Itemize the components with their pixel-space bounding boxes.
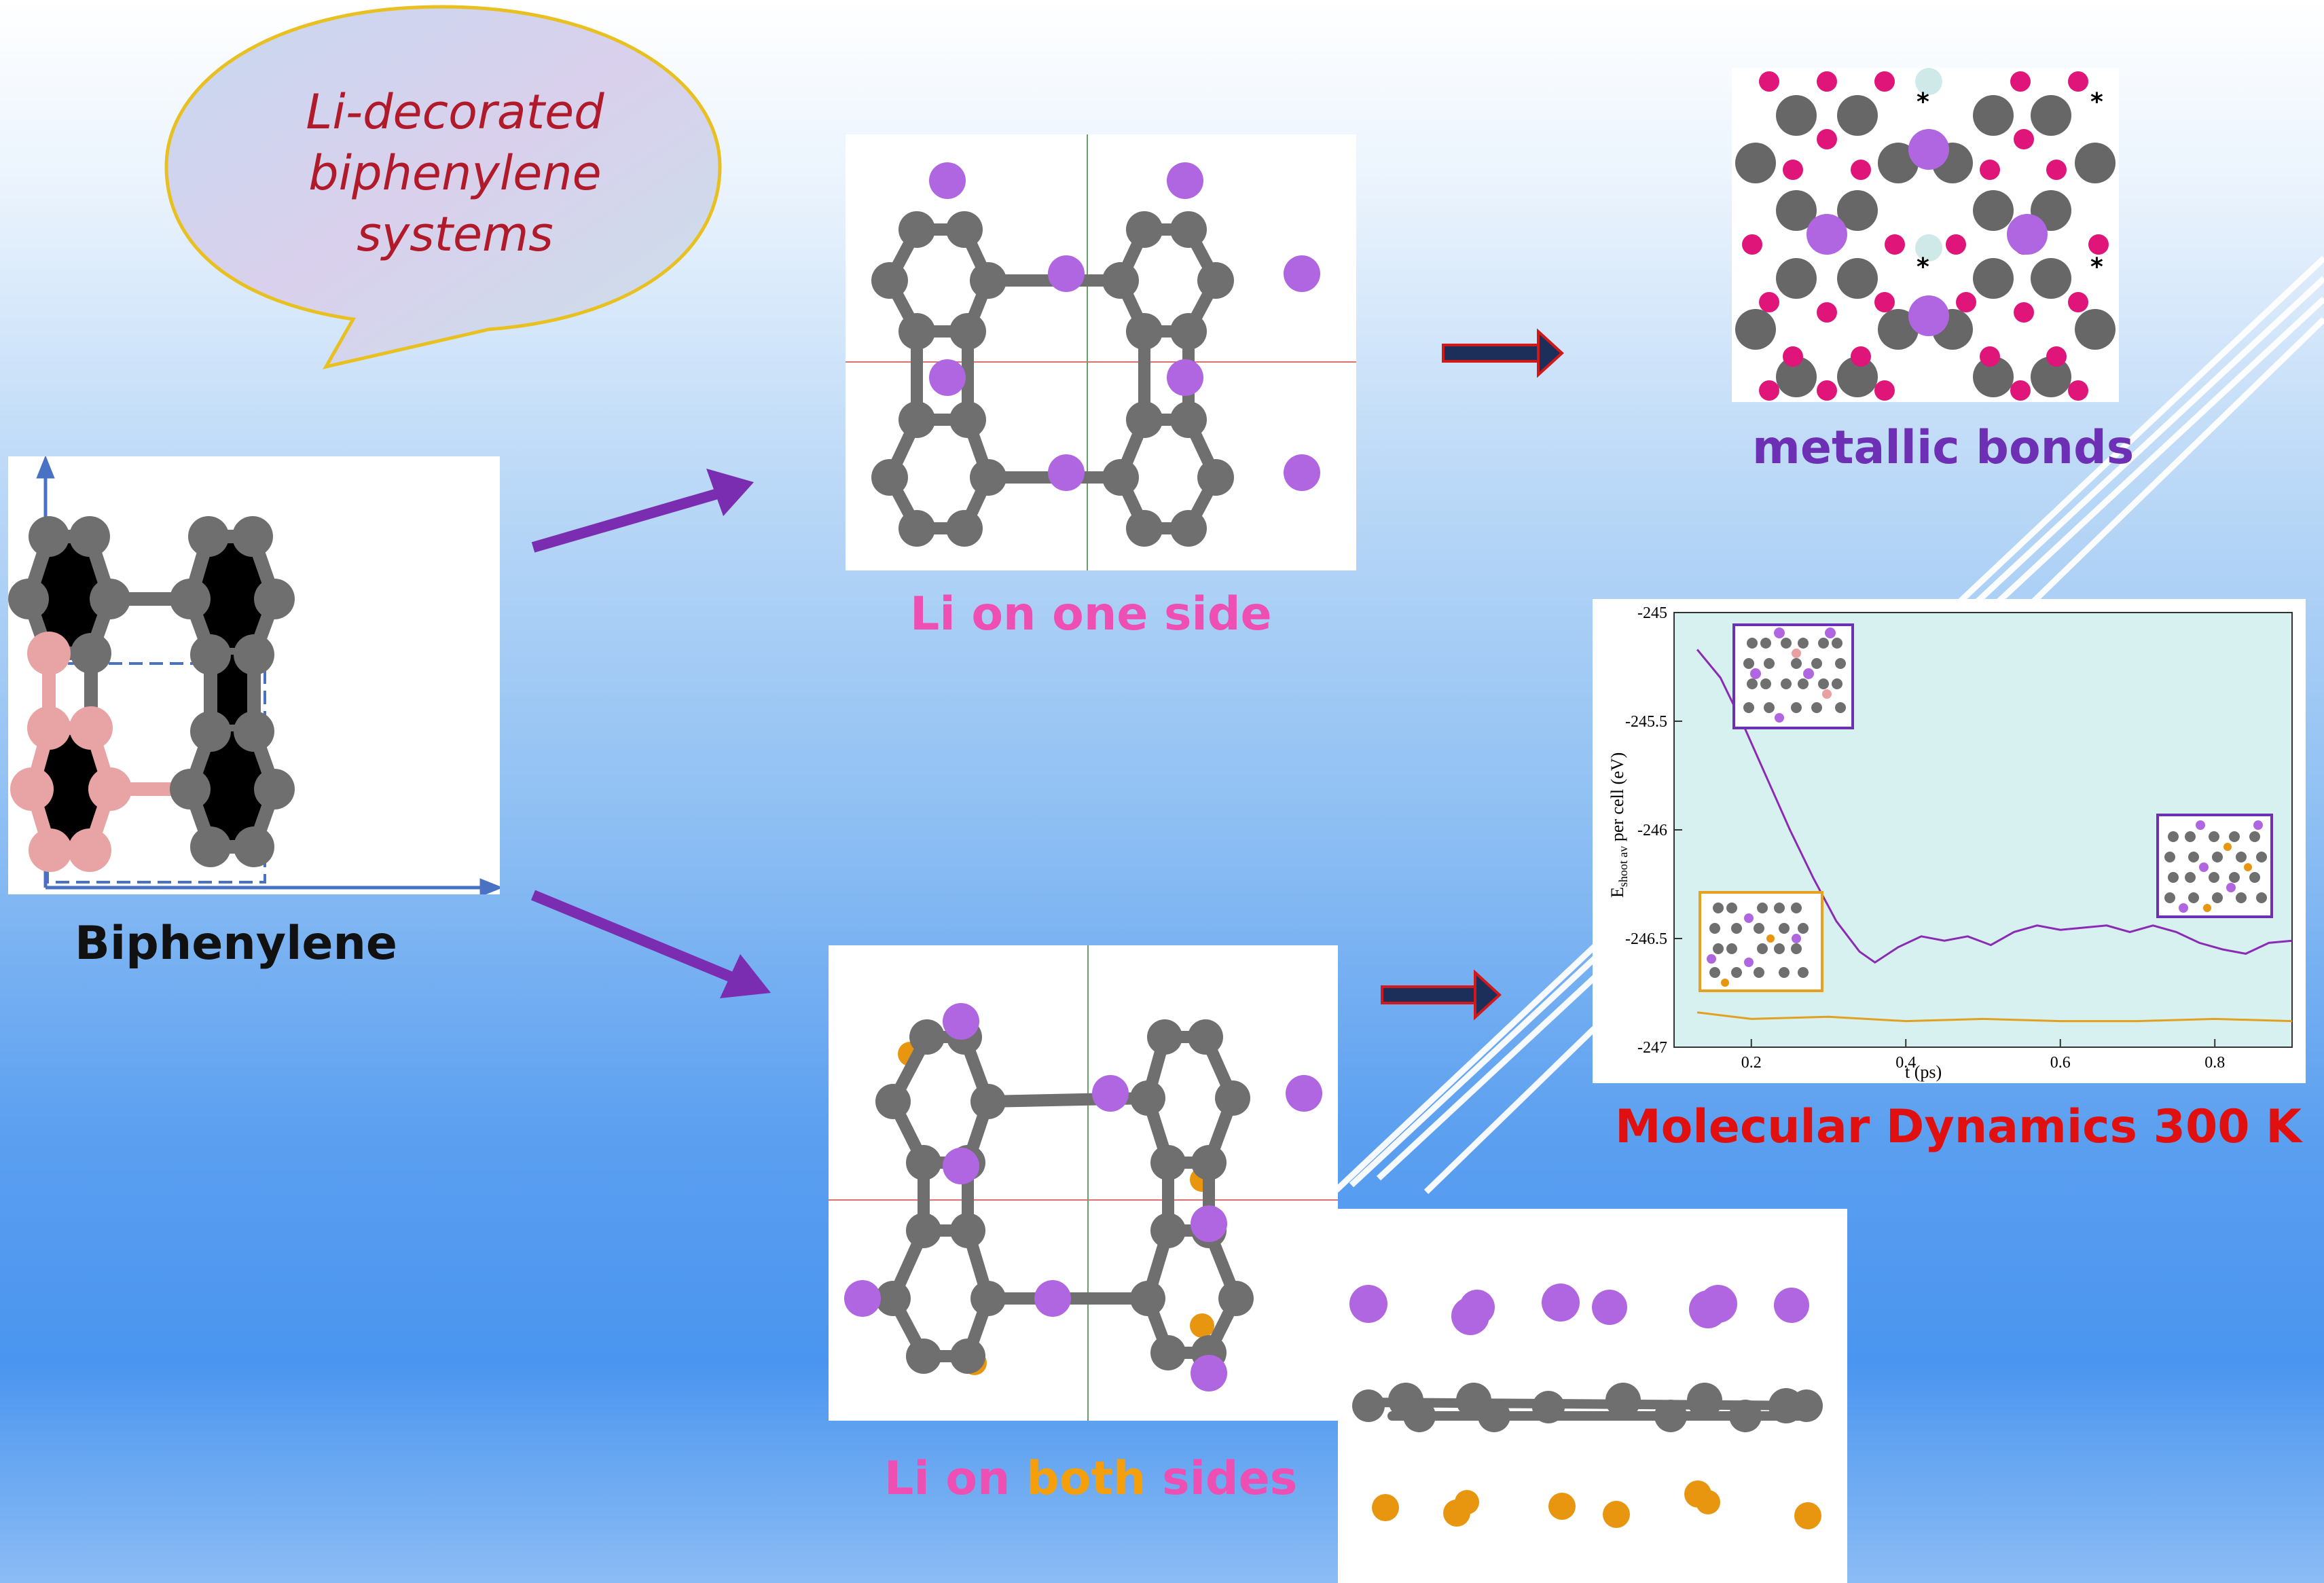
y-tick-label: -245.5: [1625, 713, 1667, 731]
li-both-sides-panel: [829, 945, 1338, 1421]
inset-md-end: [2156, 814, 2273, 918]
asterisk-icon: *: [2090, 253, 2103, 281]
biphenylene-structure: [8, 456, 500, 894]
side-view-panel: [1338, 1209, 1847, 1583]
li-one-side-panel: [846, 134, 1356, 570]
caption-molecular-dynamics: Molecular Dynamics 300 K: [1615, 1100, 2302, 1154]
bubble-line-2: biphenylene: [308, 145, 602, 201]
arrow-up-shaft: [531, 488, 722, 553]
y-axis-arrow-icon: [36, 456, 55, 479]
x-axis-label: t (ps): [1905, 1062, 1942, 1082]
x-axis-arrow-icon: [479, 878, 500, 894]
y-axis-label: Eshoot av per cell (eV): [1608, 752, 1630, 898]
y-axis-label-main: E: [1608, 887, 1627, 898]
caption-metallic-bonds: metallic bonds: [1752, 421, 2135, 475]
bubble-text: Li-decorated biphenylene systems: [224, 81, 686, 265]
y-axis-label-sub: shoot av: [1616, 846, 1630, 888]
y-tick-label: -245: [1637, 604, 1667, 622]
asterisk-icon: *: [1917, 88, 1929, 116]
inset-both-sides: [1699, 891, 1823, 992]
arrow-right-icon: [1381, 969, 1502, 1021]
bubble-line-1: Li-decorated: [306, 84, 604, 140]
caption-li-one-side: Li on one side: [910, 587, 1272, 641]
x-tick-label: 0.8: [2204, 1054, 2225, 1072]
md-energy-chart: -245 -245.5 -246 -246.5 -247 0.2 0.4 0.6 0.8 t …: [1608, 604, 2293, 1082]
side-view-structure: [1349, 1284, 1823, 1529]
caption-both-part-1: Li on: [884, 1452, 1027, 1506]
energy-curve-one-side: [1696, 649, 2293, 964]
x-tick-label: 0.6: [2050, 1054, 2071, 1072]
y-axis-label-suffix: per cell (eV): [1608, 752, 1627, 846]
li-both-sides-structure: [829, 945, 1338, 1421]
asterisk-icon: *: [1917, 253, 1929, 281]
asterisk-icon: *: [2090, 88, 2103, 116]
bubble-shape: [164, 5, 722, 369]
md-chart-panel: -245 -245.5 -246 -246.5 -247 0.2 0.4 0.6 0.8 t …: [1593, 599, 2306, 1083]
caption-both-part-2: both: [1026, 1452, 1146, 1506]
x-tick-label: 0.2: [1741, 1054, 1762, 1072]
y-tick-label: -246.5: [1625, 930, 1667, 948]
inset-one-side: [1732, 623, 1854, 729]
metallic-bonds-structure: * * * *: [1735, 68, 2116, 401]
bubble-line-3: systems: [357, 206, 553, 262]
arrow-right-icon: [706, 469, 754, 516]
caption-both-part-3: sides: [1146, 1452, 1298, 1506]
arrow-down-shaft: [530, 890, 736, 983]
arrow-right-icon: [1442, 328, 1564, 378]
x-tick-label: 0.4: [1895, 1054, 1916, 1072]
li-one-side-structure: [846, 134, 1356, 570]
energy-curve-both-sides: [1696, 1011, 2293, 1023]
biphenylene-panel: [8, 456, 500, 894]
y-tick-label: -246: [1637, 822, 1667, 839]
y-tick-label: -247: [1637, 1039, 1667, 1057]
caption-biphenylene: Biphenylene: [75, 917, 398, 970]
arrow-right-icon: [720, 954, 771, 998]
caption-li-both-sides: Li on both sides: [884, 1452, 1297, 1506]
metallic-bonds-panel: * * * *: [1732, 68, 2119, 402]
